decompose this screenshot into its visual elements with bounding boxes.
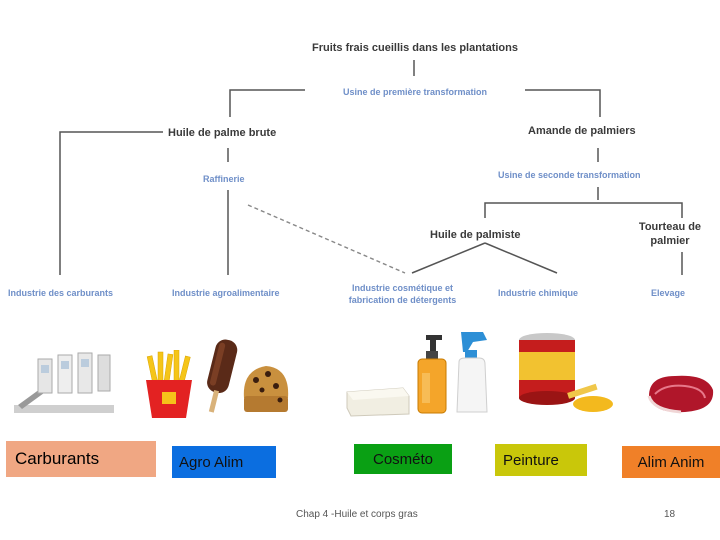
fuel-pumps-icon [14, 352, 114, 413]
industry-fuel: Industrie des carburants [8, 288, 114, 298]
tag-cosmeto: Cosméto [354, 444, 452, 474]
footer-caption: Chap 4 -Huile et corps gras [296, 509, 418, 520]
node-palm-kernels: Amande de palmiers [528, 125, 636, 137]
tag-carburants-label: Carburants [15, 449, 100, 468]
soap-dispenser-icon [417, 335, 447, 414]
fries-icon [146, 350, 192, 418]
page-number: 18 [664, 509, 676, 520]
tag-alim-anim: Alim Anim [622, 446, 720, 478]
tag-agro-alim: Agro Alim [172, 446, 276, 478]
tag-alim-anim-label: Alim Anim [637, 453, 705, 471]
node-palm-cake-line1: Tourteau de [638, 221, 702, 233]
tag-peinture: Peinture [495, 444, 587, 476]
tag-cosmeto-label: Cosméto [372, 450, 434, 468]
node-palm-cake-line2: palmier [650, 235, 690, 247]
node-first-process: Usine de première transformation [305, 87, 525, 97]
paint-can-icon [519, 333, 613, 412]
node-crude-palm-oil: Huile de palme brute [168, 127, 277, 139]
cookie-icon [243, 366, 289, 412]
tag-agro-alim-label: Agro Alim [179, 453, 244, 471]
industry-cosmetic-line1: Industrie cosmétique et [351, 283, 454, 293]
industry-agrifood: Industrie agroalimentaire [172, 288, 280, 298]
industry-livestock: Elevage [651, 288, 686, 298]
industry-cosmetic: Industrie cosmétique et fabrication de d… [330, 282, 475, 306]
node-kernel-oil: Huile de palmiste [430, 229, 521, 241]
industry-chemical: Industrie chimique [498, 288, 579, 298]
node-palm-cake: Tourteau de palmier [628, 220, 712, 248]
spray-bottle-icon [456, 332, 488, 413]
tag-carburants: Carburants [6, 441, 156, 477]
node-fresh-fruits: Fruits frais cueillis dans les plantatio… [311, 42, 518, 54]
node-second-process: Usine de seconde transformation [498, 170, 641, 180]
node-refinery: Raffinerie [203, 174, 245, 184]
meat-icon [647, 375, 714, 414]
soap-icon [346, 387, 410, 417]
industry-cosmetic-line2: fabrication de détergents [348, 295, 457, 305]
ice-cream-icon [207, 339, 238, 413]
tag-peinture-label: Peinture [503, 451, 559, 469]
